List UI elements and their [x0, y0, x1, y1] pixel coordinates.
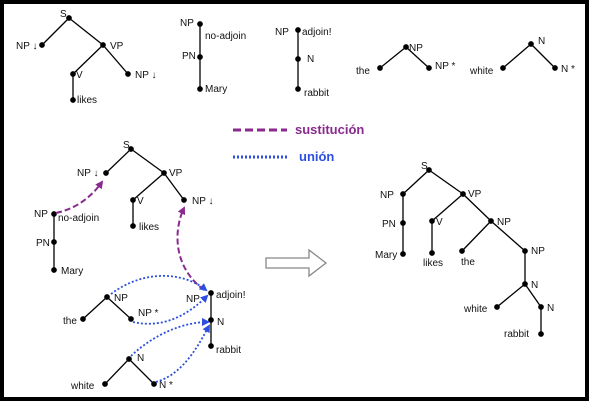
node-np-foot: NP * [138, 308, 158, 319]
derivation-tree-the [80, 294, 134, 322]
word-likes: likes [139, 222, 159, 233]
derivation-tree-mary [51, 211, 57, 273]
node-v: V [137, 196, 144, 207]
tree-white-auxiliary [500, 41, 558, 71]
adjunction-arrow-white-foot [155, 324, 210, 383]
constraint-no-adjoin: no-adjoin [58, 213, 99, 224]
node-n: N [137, 353, 144, 364]
word-mary: Mary [205, 84, 227, 95]
node-np-subst: NP ↓ [135, 70, 157, 81]
node-vp: VP [169, 168, 183, 179]
word-likes: likes [423, 258, 443, 269]
word-white: white [469, 66, 494, 77]
node-s: S [123, 140, 130, 151]
node-n: N [531, 280, 538, 291]
constraint-no-adjoin: no-adjoin [205, 31, 246, 42]
legend-adjunction-label: unión [299, 149, 334, 164]
node-np: NP [114, 293, 128, 304]
node-np: NP [275, 27, 289, 38]
node-np: NP [186, 294, 200, 305]
adjunction-arrow-the-root [110, 275, 208, 295]
adjunction-arrow-white-root [130, 318, 210, 357]
tree-rabbit-initial [295, 27, 301, 92]
node-v: V [436, 217, 443, 228]
node-np: NP [180, 18, 194, 29]
node-pn: PN [182, 51, 196, 62]
word-likes: likes [77, 95, 97, 106]
node-n: N [307, 54, 314, 65]
adjunction-arrow-the-foot [132, 294, 209, 325]
node-n: N [547, 303, 554, 314]
node-np-subst: NP ↓ [77, 168, 99, 179]
tree-the-auxiliary [377, 44, 432, 71]
derived-tree [400, 167, 544, 337]
node-v: V [76, 70, 83, 81]
node-s: S [421, 161, 428, 172]
legend: sustitución unión [233, 122, 364, 164]
derivation-tree-white [102, 356, 157, 387]
node-np: NP [497, 217, 511, 228]
node-s: S [60, 9, 67, 20]
word-rabbit: rabbit [216, 345, 241, 356]
node-np: NP [380, 190, 394, 201]
tree-mary-initial [197, 21, 203, 92]
substitution-arrow-rabbit [176, 206, 205, 291]
substitution-arrow-mary [55, 180, 104, 214]
node-vp: VP [110, 41, 124, 52]
word-mary: Mary [375, 250, 397, 261]
tree-likes-initial [39, 15, 131, 103]
word-white: white [70, 381, 95, 392]
node-pn: PN [36, 238, 50, 249]
derivation-tree-rabbit [208, 290, 214, 349]
node-np-subst: NP ↓ [192, 196, 214, 207]
tag-diagram: S NP ↓ VP V NP ↓ likes NP no-adjoin PN M… [16, 9, 575, 392]
node-pn: PN [382, 219, 396, 230]
node-np: NP [34, 209, 48, 220]
word-mary: Mary [61, 266, 83, 277]
node-np: NP [409, 43, 423, 54]
word-rabbit: rabbit [304, 88, 329, 99]
word-the: the [63, 316, 77, 327]
node-np-foot: NP * [435, 61, 455, 72]
constraint-adjoin: adjoin! [302, 27, 331, 38]
node-vp: VP [468, 189, 482, 200]
node-np: NP [531, 246, 545, 257]
legend-substitution-label: sustitución [295, 122, 364, 137]
word-the: the [356, 66, 370, 77]
word-rabbit: rabbit [504, 329, 529, 340]
node-np-subst: NP ↓ [16, 41, 38, 52]
constraint-adjoin: adjoin! [216, 290, 245, 301]
node-n-foot: N * [561, 64, 575, 75]
word-white: white [463, 304, 488, 315]
derivation-tree-likes [103, 146, 187, 229]
node-n: N [217, 317, 224, 328]
derivation-arrow [265, 248, 328, 278]
node-n-foot: N * [159, 380, 173, 391]
word-the: the [461, 257, 475, 268]
node-n: N [538, 36, 545, 47]
